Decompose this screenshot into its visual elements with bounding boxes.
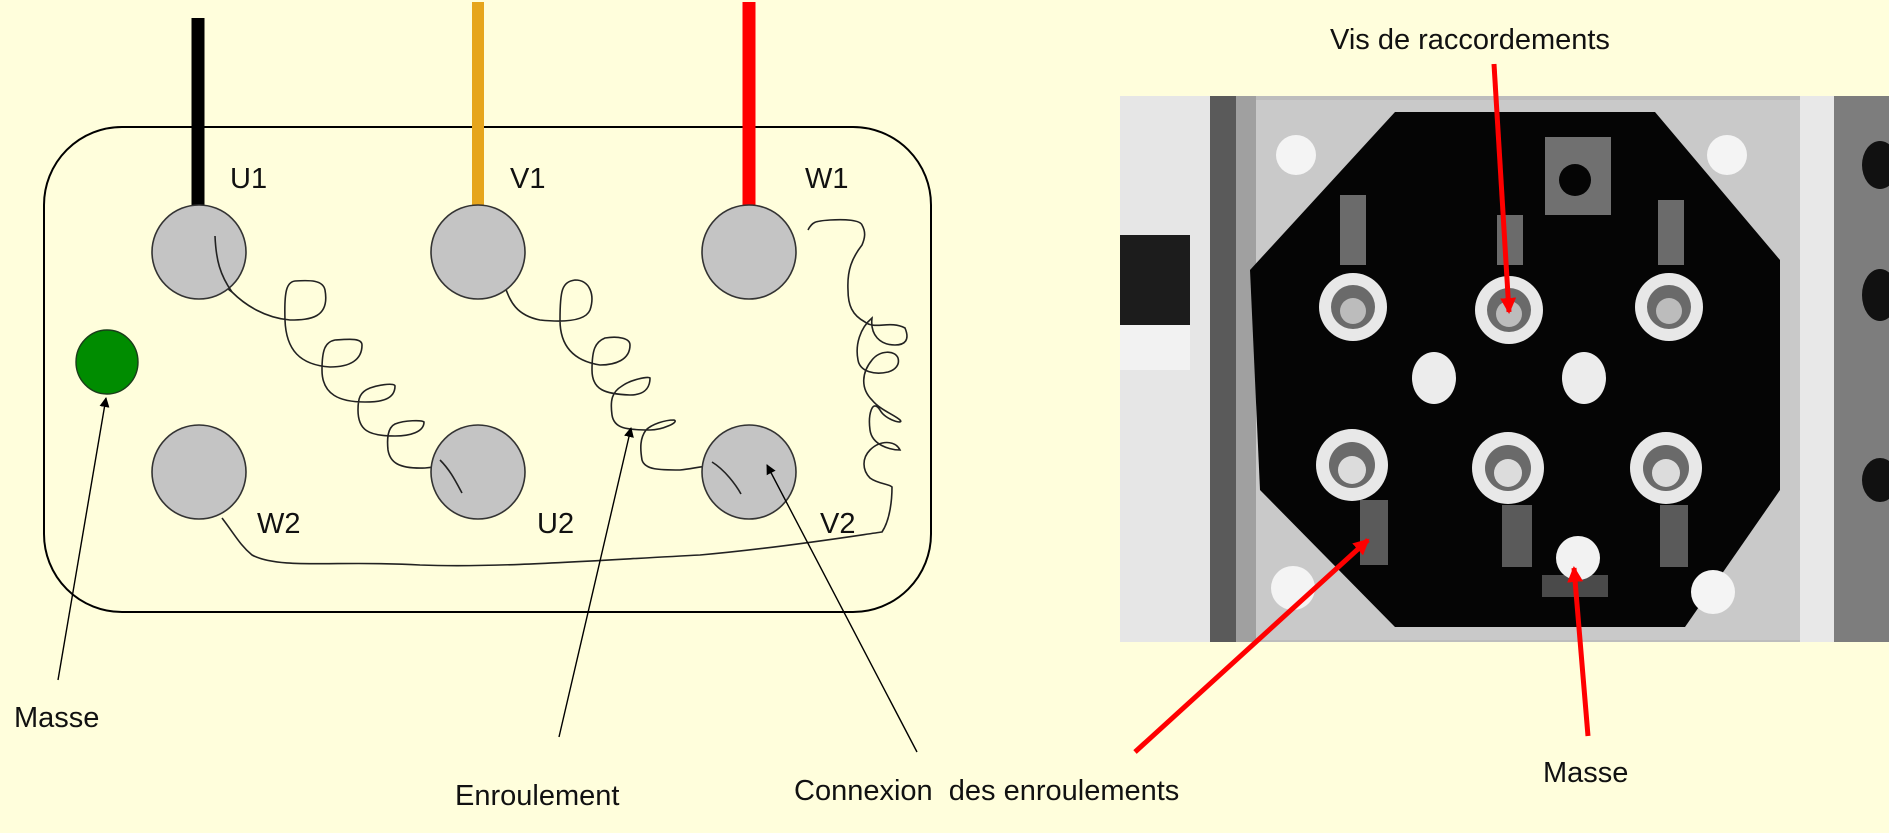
photo-left-highlight — [1120, 325, 1190, 370]
photo-right-hole — [1862, 141, 1889, 189]
label-u1: U1 — [230, 163, 267, 195]
callout-arrow-ground — [57, 397, 110, 681]
photo-arrow-screws — [1491, 63, 1517, 314]
label-w1: W1 — [805, 163, 849, 195]
label-v1: V1 — [510, 163, 545, 195]
terminal-v2[interactable] — [701, 424, 797, 520]
coil-end-u2 — [439, 459, 463, 494]
photo-corner-screw — [1271, 566, 1315, 610]
terminal-v1[interactable] — [430, 204, 526, 300]
photo-corner-screw — [1707, 135, 1747, 175]
callout-label-ground: Masse — [14, 702, 99, 734]
terminal-box-photo: Vis de raccordements Masse — [1120, 24, 1889, 789]
coil-end-v2 — [711, 461, 742, 495]
callout-label-winding: Enroulement — [455, 780, 619, 812]
photo-corner-screw — [1276, 135, 1316, 175]
photo-label-ground: Masse — [1543, 757, 1628, 789]
coil-end-u1 — [214, 235, 233, 293]
photo-bridge-screw — [1562, 352, 1606, 404]
photo-label-screws: Vis de raccordements — [1330, 24, 1610, 56]
photo-left-slot — [1120, 235, 1190, 325]
photo-bracket-hole — [1559, 164, 1591, 196]
photo-bridge-screw — [1412, 352, 1456, 404]
winding-coil-u — [214, 235, 463, 491]
photo-frame-left-inner — [1236, 96, 1256, 642]
terminal-w2[interactable] — [151, 424, 247, 520]
photo-right-hole — [1862, 458, 1889, 502]
terminal-u2[interactable] — [430, 424, 526, 520]
terminal-u1[interactable] — [151, 204, 247, 300]
label-u2: U2 — [537, 508, 574, 540]
terminal-w1[interactable] — [701, 204, 797, 300]
photo-corner-screw — [1691, 570, 1735, 614]
photo-ground-screw — [1556, 536, 1600, 580]
photo-arrow-connection — [1133, 538, 1370, 754]
ground-terminal[interactable] — [75, 329, 139, 395]
label-w2: W2 — [257, 508, 301, 540]
photo-frame-left — [1210, 96, 1236, 642]
winding-coil-w — [221, 218, 908, 567]
callout-label-connection: Connexion des enroulements — [794, 775, 1179, 807]
winding-coil-v — [504, 279, 746, 495]
terminal-box-outline — [43, 126, 932, 613]
callout-arrow-winding — [558, 427, 634, 738]
photo-arrow-ground — [1567, 566, 1591, 737]
photo-right-hole — [1862, 269, 1889, 321]
schematic: U1 V1 W1 W2 U2 V2 Masse Enroulement Conn… — [14, 2, 1179, 812]
label-v2: V2 — [820, 508, 855, 540]
callout-arrow-connection — [766, 464, 918, 753]
photo-terminal-row-bottom — [1316, 429, 1702, 567]
photo-frame-right — [1800, 96, 1834, 642]
